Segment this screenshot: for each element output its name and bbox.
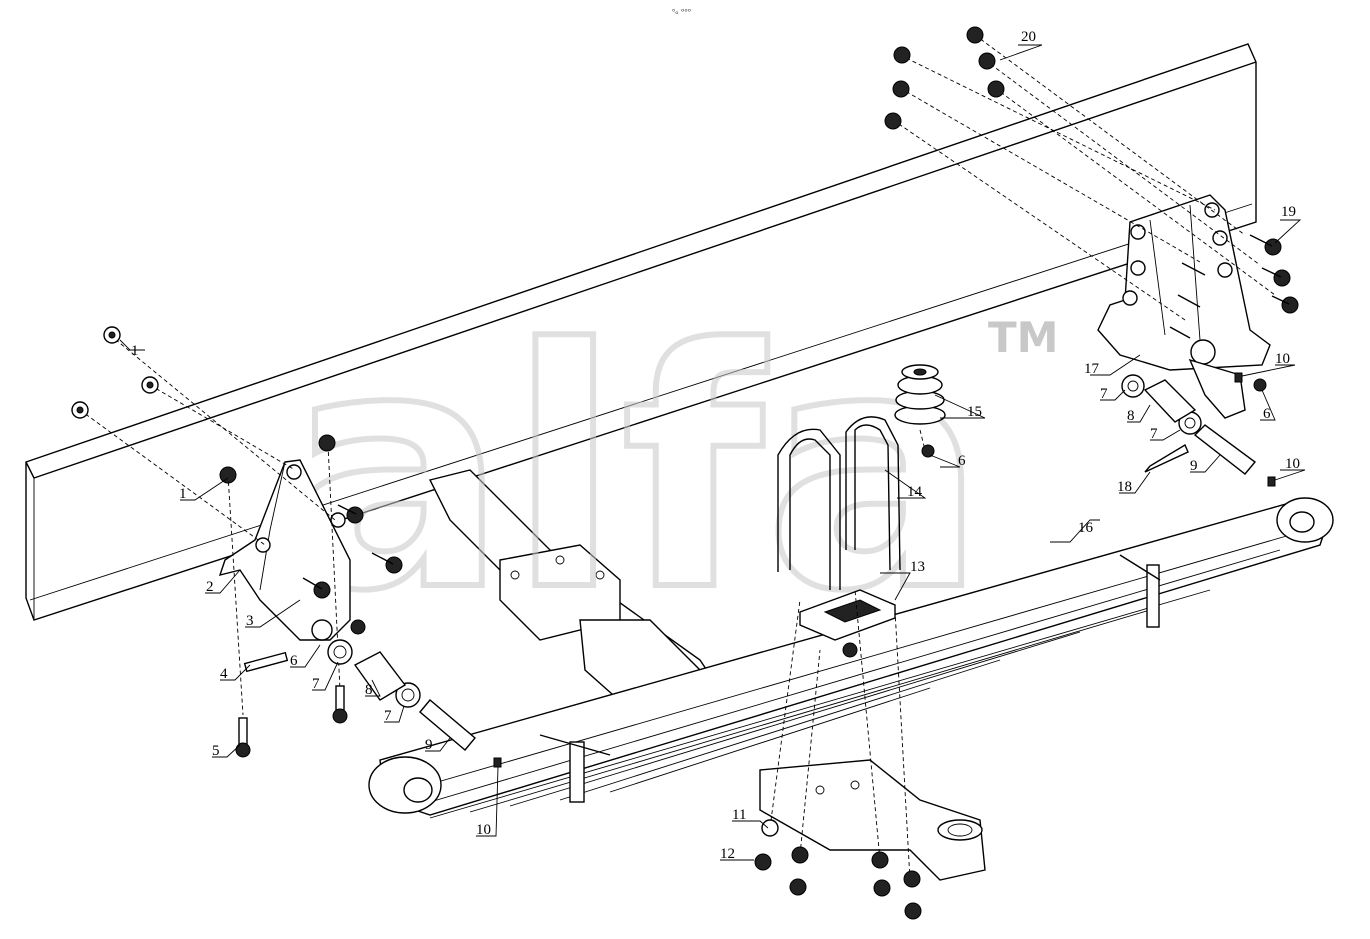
u-bolts — [777, 416, 901, 590]
nut — [966, 26, 984, 44]
callout-9b: 9 — [1190, 458, 1198, 474]
washer-7 — [1121, 374, 1145, 398]
callout-16: 16 — [1078, 520, 1094, 536]
callout-11: 11 — [732, 807, 746, 823]
nut — [1281, 296, 1299, 314]
rear-spring-bracket — [1097, 194, 1271, 419]
bump-stop — [894, 364, 946, 425]
callout-7a: 7 — [312, 676, 320, 692]
callout-7b: 7 — [384, 708, 392, 724]
watermark-trademark: TM — [988, 313, 1058, 362]
nut — [987, 80, 1005, 98]
nut — [903, 870, 921, 888]
callout-6c: 6 — [1263, 406, 1271, 422]
nut-12 — [754, 853, 772, 871]
fasteners — [71, 26, 1299, 920]
callout-8a: 8 — [365, 682, 373, 698]
nut — [904, 902, 922, 920]
pin-9 — [419, 699, 476, 751]
callout-7d: 7 — [1150, 426, 1158, 442]
frame-rail — [25, 43, 1257, 621]
callout-18: 18 — [1117, 479, 1132, 495]
callout-13: 13 — [910, 559, 925, 575]
callout-5: 5 — [212, 743, 220, 759]
grease-nipple — [1267, 476, 1276, 487]
callout-1b: 1 — [179, 486, 187, 502]
nut — [871, 851, 889, 869]
washer-11 — [761, 819, 779, 837]
callout-2: 2 — [206, 579, 214, 595]
callout-10a: 10 — [476, 822, 491, 838]
callout-15: 15 — [967, 404, 982, 420]
callout-19: 19 — [1281, 204, 1296, 220]
bushing-8 — [353, 651, 407, 701]
bushing-8 — [1143, 379, 1197, 423]
nut — [873, 879, 891, 897]
callout-20: 20 — [1021, 29, 1036, 45]
bolt-4 — [243, 651, 289, 673]
callout-3: 3 — [246, 613, 254, 629]
nut — [892, 80, 910, 98]
callout-9a: 9 — [425, 737, 433, 753]
nut — [219, 466, 237, 484]
nut — [921, 444, 935, 458]
nut — [1253, 378, 1267, 392]
nut — [893, 46, 911, 64]
callout-8b: 8 — [1127, 408, 1135, 424]
callout-6a: 6 — [290, 653, 298, 669]
leader-lines — [119, 44, 1306, 861]
header-mark: ᵒₒ ᵒᵒᵒ — [672, 7, 691, 16]
bolt-18 — [1144, 443, 1189, 473]
nut — [884, 112, 902, 130]
callout-1a: 1 — [131, 343, 139, 359]
callout-14: 14 — [907, 484, 923, 500]
washer-7 — [395, 682, 421, 708]
nut — [346, 506, 364, 524]
callout-17: 17 — [1084, 361, 1100, 377]
callout-7c: 7 — [1100, 386, 1108, 402]
nut — [350, 619, 366, 635]
leaf-spring — [368, 497, 1334, 819]
washer-7 — [327, 639, 353, 665]
callout-10b: 10 — [1275, 351, 1290, 367]
nut — [842, 642, 858, 658]
nut — [385, 556, 403, 574]
nut — [789, 878, 807, 896]
nut — [1273, 269, 1291, 287]
callout-10c: 10 — [1285, 456, 1300, 472]
nut — [1264, 238, 1282, 256]
grease-nipple-10 — [493, 757, 502, 768]
callout-6b: 6 — [958, 453, 966, 469]
callout-12: 12 — [720, 846, 735, 862]
nut — [791, 846, 809, 864]
grease-nipple — [1234, 372, 1243, 383]
pin-9 — [1193, 424, 1257, 475]
nut — [313, 581, 331, 599]
callout-labels: 1 1 2 3 4 5 6 6 6 7 7 7 7 8 8 9 9 10 10 … — [131, 29, 1300, 862]
nut — [978, 52, 996, 70]
callout-4: 4 — [220, 666, 228, 682]
nut — [318, 434, 336, 452]
